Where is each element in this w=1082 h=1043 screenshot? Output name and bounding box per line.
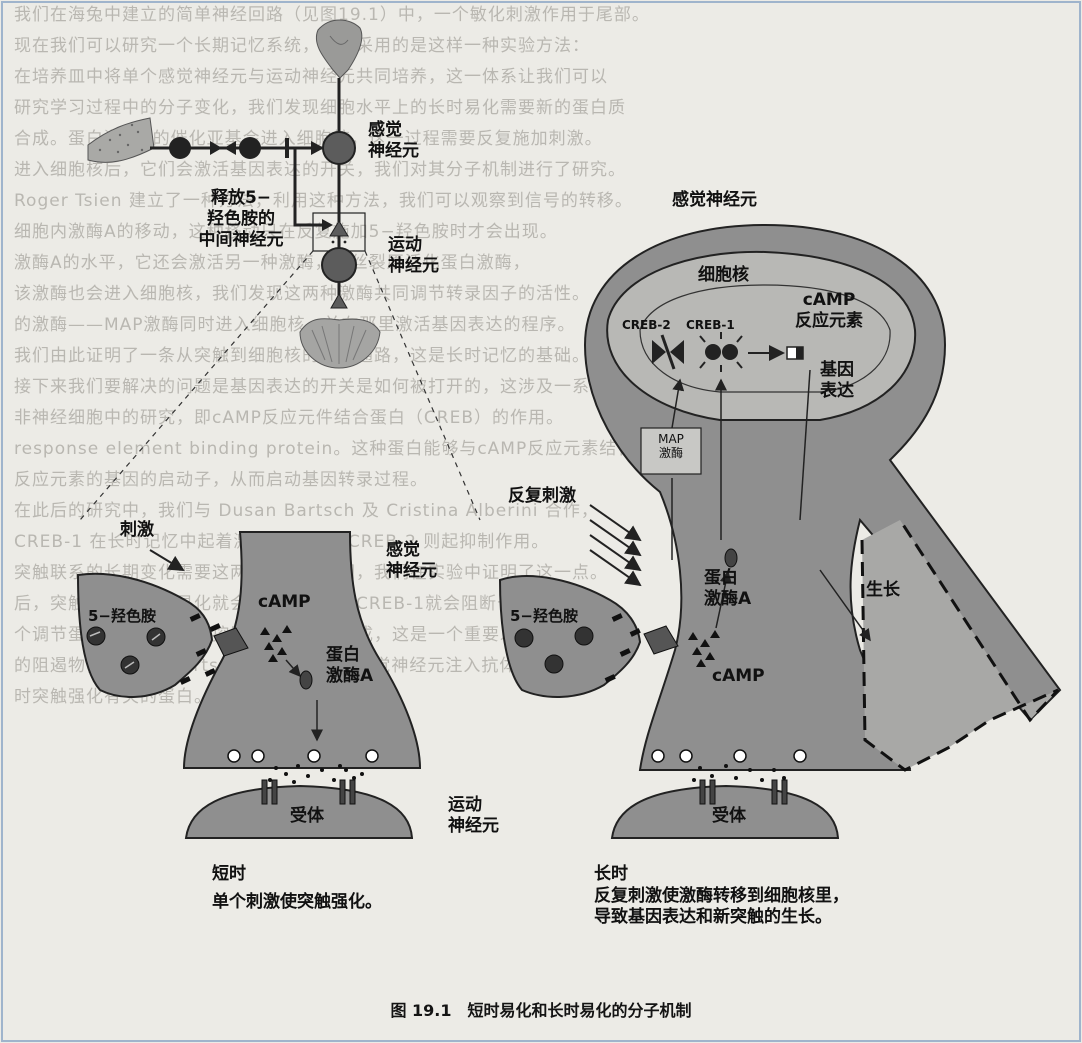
gill-icon	[299, 318, 381, 369]
nucleus-label: 细胞核	[698, 265, 749, 285]
bleed-through-line: 非神经细胞中的研究，即cAMP反应元件结合蛋白（CREB）的作用。	[14, 408, 564, 428]
long-receptor-label: 受体	[712, 806, 746, 826]
circuit-motor-neuron-label: 运动神经元	[388, 235, 439, 276]
short-motor-neuron-label: 运动神经元	[448, 795, 499, 836]
protein-kinase-a	[299, 670, 313, 690]
long-pka-label: 蛋白激酶A	[704, 568, 752, 609]
bleed-through-line: 的激酶——MAP激酶同时进入细胞核，并在那里激活基因表达的程序。	[14, 315, 576, 335]
short-term-description: 单个刺激使突触强化。	[212, 892, 382, 912]
short-serotonin-label: 5−羟色胺	[88, 607, 157, 625]
bleed-through-line: 研究学习过程中的分子变化，我们发现细胞水平上的长时易化需要新的蛋白质	[14, 98, 626, 118]
serotonin-vesicle	[86, 626, 106, 646]
tail-sensory-neuron	[169, 137, 191, 159]
bleed-through-line: 我们由此证明了一条从突触到细胞核的信号通路，这是长时记忆的基础。	[14, 346, 590, 366]
creb2-molecule	[652, 334, 684, 370]
bleed-through-line: Roger Tsien 建立了一种方法，利用这种方法，我们可以观察到信号的转移。	[14, 191, 633, 211]
map-kinase-box	[640, 427, 702, 475]
circuit-diagram	[79, 19, 481, 521]
short-sensory-terminal	[182, 531, 422, 769]
bleed-through-line: 我们在海兔中建立的简单神经回路（见图19.1）中，一个敏化刺激作用于尾部。	[14, 5, 650, 25]
bleed-through-line: 细胞内激酶A的移动，这种移动只在反复施加5−羟色胺时才会出现。	[14, 222, 558, 242]
bleed-through-line: 现在我们可以研究一个长期记忆系统，我们采用的是这样一种实验方法：	[14, 36, 590, 56]
new-synapse-growth	[860, 519, 1060, 772]
cell-nucleus	[606, 250, 917, 421]
repeated-stimulus-arrows	[589, 504, 642, 587]
nucleus-inner-membrane	[639, 284, 891, 393]
tail-icon	[87, 117, 155, 163]
short-sensory-neuron-label: 感觉神经元	[386, 540, 437, 581]
bleed-through-line: 在此后的研究中，我们与 Dusan Bartsch 及 Cristina Alb…	[14, 501, 599, 521]
figure-caption: 图 19.1 短时易化和长时易化的分子机制	[390, 1001, 692, 1020]
stimulus-arrow	[149, 549, 185, 572]
creb1-label: CREB-1	[686, 318, 735, 332]
short-term-panel	[76, 531, 422, 839]
growth-arrow	[819, 569, 871, 642]
camp-molecules	[260, 625, 292, 662]
bleed-through-line: 接下来我们要解决的问题是基因表达的开关是如何被打开的，这涉及一系列	[14, 377, 608, 397]
bleed-through-line: 该激酶也会进入细胞核，我们发现这两种激酶共同调节转录因子的活性。	[14, 284, 590, 304]
circuit-sensory-neuron-label: 感觉神经元	[368, 120, 419, 161]
long-term-description: 反复刺激使激酶转移到细胞核里，导致基因表达和新突触的生长。	[594, 886, 849, 927]
sensory-neuron-cell	[322, 131, 356, 165]
bleed-through-line: 激酶A的水平，它还会激活另一种激酶，即丝裂原活化蛋白激酶，	[14, 253, 531, 273]
bleed-through-text: 我们在海兔中建立的简单神经回路（见图19.1）中，一个敏化刺激作用于尾部。现在我…	[14, 0, 1074, 1000]
circuit-interneuron-label: 释放5−羟色胺的中间神经元	[198, 188, 284, 250]
serotonin-receptor	[213, 627, 249, 657]
bleed-through-line: response element binding protein。这种蛋白能够与…	[14, 439, 654, 459]
long-serotonin-label: 5−羟色胺	[510, 607, 579, 625]
serotonin-receptor-long	[643, 625, 679, 655]
bleed-through-line: 在培养皿中将单个感觉神经元与运动神经元共同培养，这一体系让我们可以	[14, 67, 608, 87]
interneuron-cell	[239, 137, 261, 159]
growth-label: 生长	[866, 580, 900, 600]
motor-neuron-cell	[321, 247, 357, 283]
long-term-panel	[498, 223, 1062, 839]
short-interneuron-terminal	[76, 572, 214, 698]
gene-expression-label: 基因表达	[820, 360, 854, 401]
bleed-through-line: 进入细胞核后，它们会激活基因表达的开关，我们对其分子机制进行了研究。	[14, 160, 626, 180]
short-pka-label: 蛋白激酶A	[326, 645, 374, 686]
long-camp-label: cAMP	[712, 666, 765, 686]
short-stimulus-label: 刺激	[120, 520, 154, 540]
bleed-through-line: 反应元素的基因的启动子，从而启动基因转录过程。	[14, 470, 428, 490]
short-camp-label: cAMP	[258, 592, 311, 612]
short-receptor-label: 受体	[290, 806, 324, 826]
long-term-title: 长时	[594, 864, 628, 884]
long-sensory-neuron-label: 感觉神经元	[672, 190, 757, 210]
creb1-molecule	[699, 332, 743, 372]
short-term-title: 短时	[212, 864, 246, 884]
repeated-stimulus-label: 反复刺激	[508, 486, 576, 506]
long-interneuron-terminal	[498, 575, 642, 698]
siphon-icon	[316, 19, 363, 79]
bleed-through-line: 合成。蛋白激酶A的催化亚基会进入细胞核，这一过程需要反复施加刺激。	[14, 129, 603, 149]
protein-kinase-a-long	[724, 548, 738, 568]
creb2-label: CREB-2	[622, 318, 671, 332]
